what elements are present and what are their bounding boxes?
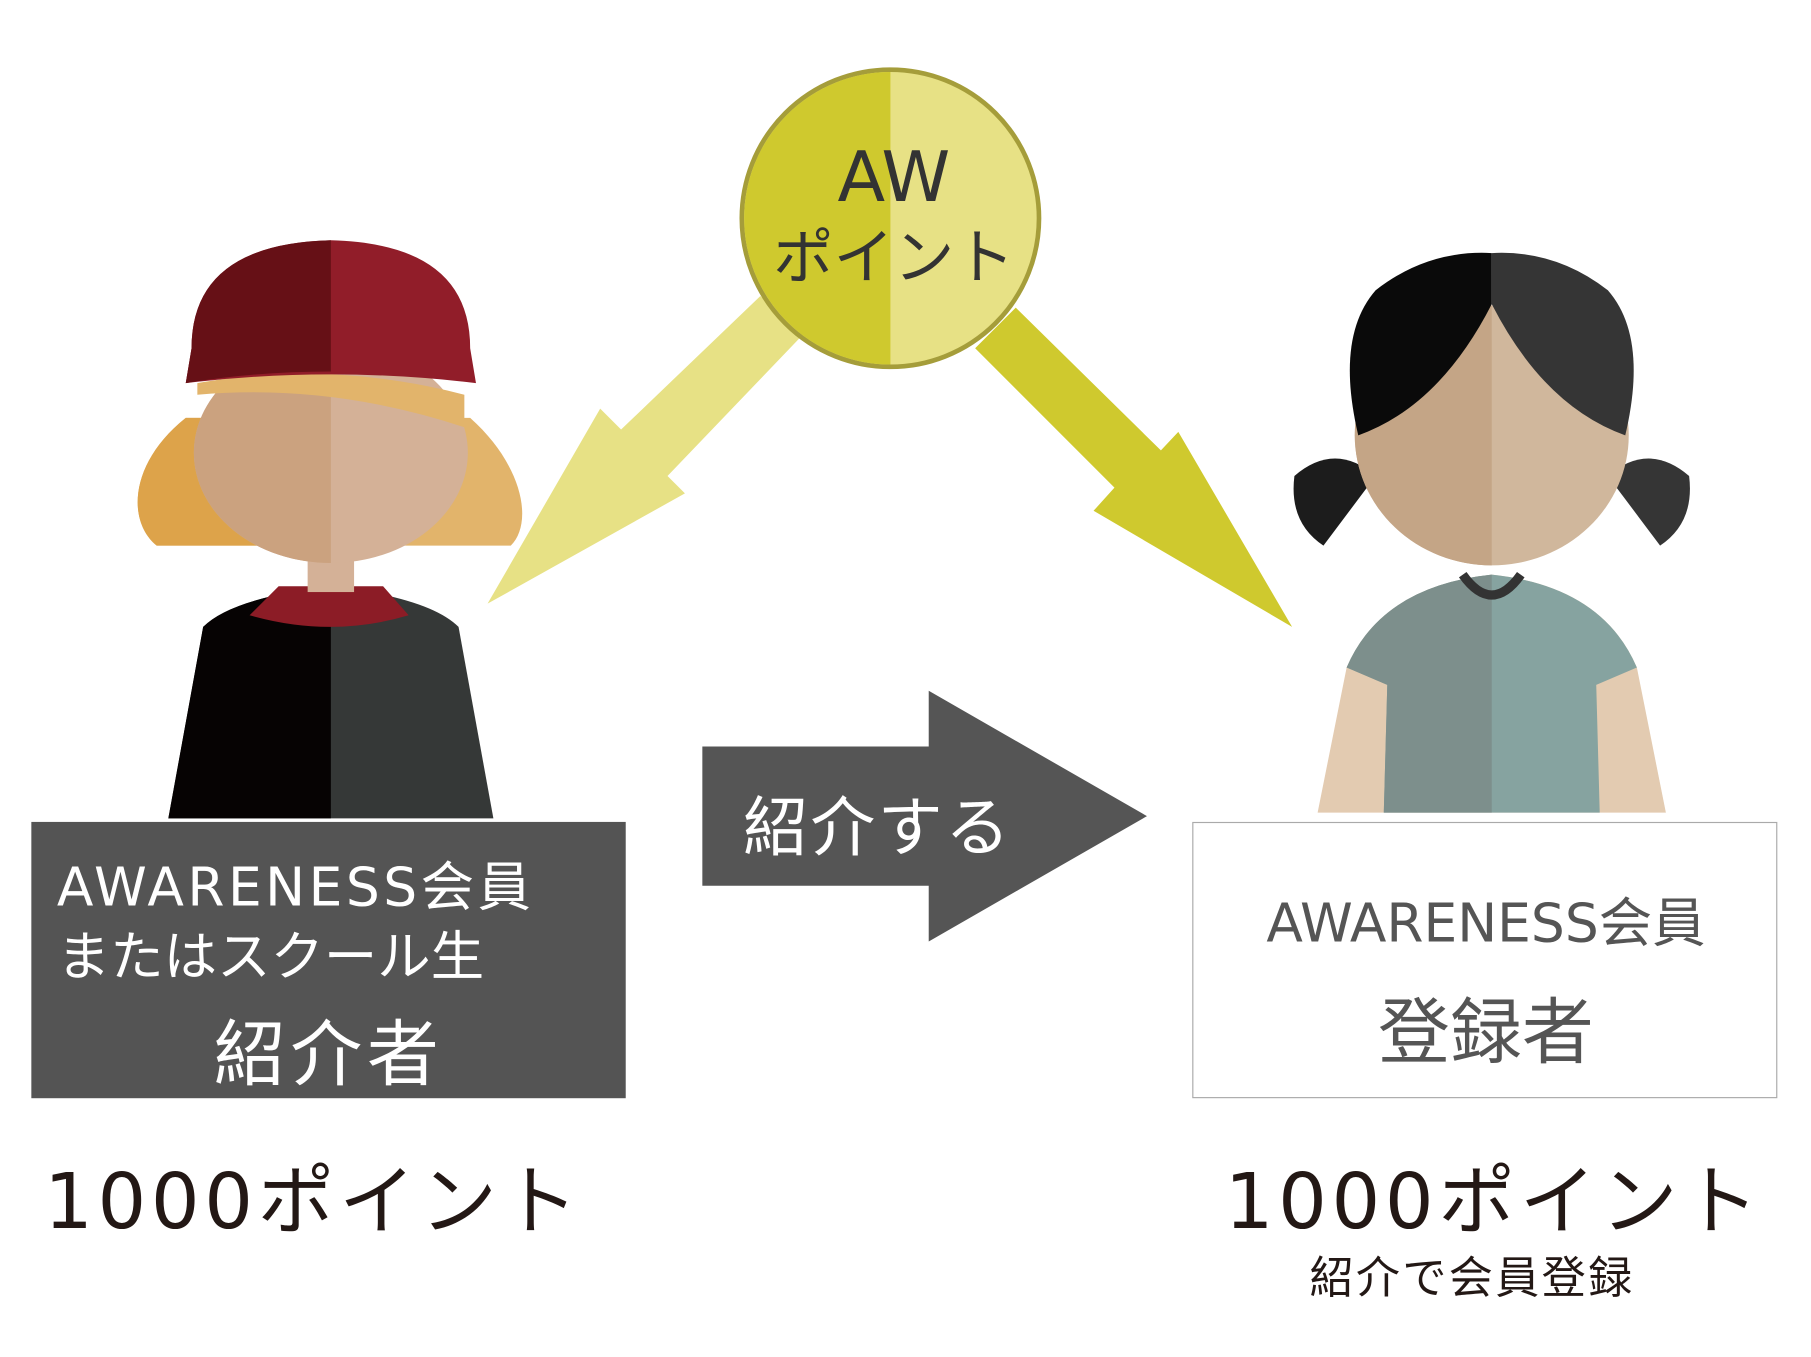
aw-point-coin: [739, 67, 1042, 370]
registrant-points: 1000ポイント: [1224, 1157, 1764, 1247]
registrant-box: AWARENESS会員 登録者: [1192, 821, 1778, 1099]
referrer-person-icon: [137, 240, 523, 819]
referrer-points: 1000ポイント: [44, 1157, 583, 1247]
referrer-membership-alt: またはスクール生: [56, 925, 485, 988]
referrer-box: AWARENESS会員 またはスクール生 紹介者: [31, 821, 626, 1099]
referrer-membership: AWARENESS会員: [56, 855, 535, 919]
registrant-person-icon: [1293, 252, 1690, 813]
refer-arrow-label: 紹介する: [742, 790, 1013, 867]
arrow-to-referrer: [487, 296, 802, 604]
registrant-membership: AWARENESS会員: [1266, 891, 1706, 955]
referrer-role: 紹介者: [213, 1012, 444, 1098]
refer-arrow[interactable]: [702, 690, 1147, 942]
registrant-note: 紹介で会員登録: [1309, 1252, 1635, 1304]
arrow-to-registrant: [975, 307, 1293, 627]
coin-label-aw: AW: [837, 136, 951, 219]
registrant-role: 登録者: [1377, 990, 1594, 1075]
coin-label-points: ポイント: [773, 224, 1015, 294]
